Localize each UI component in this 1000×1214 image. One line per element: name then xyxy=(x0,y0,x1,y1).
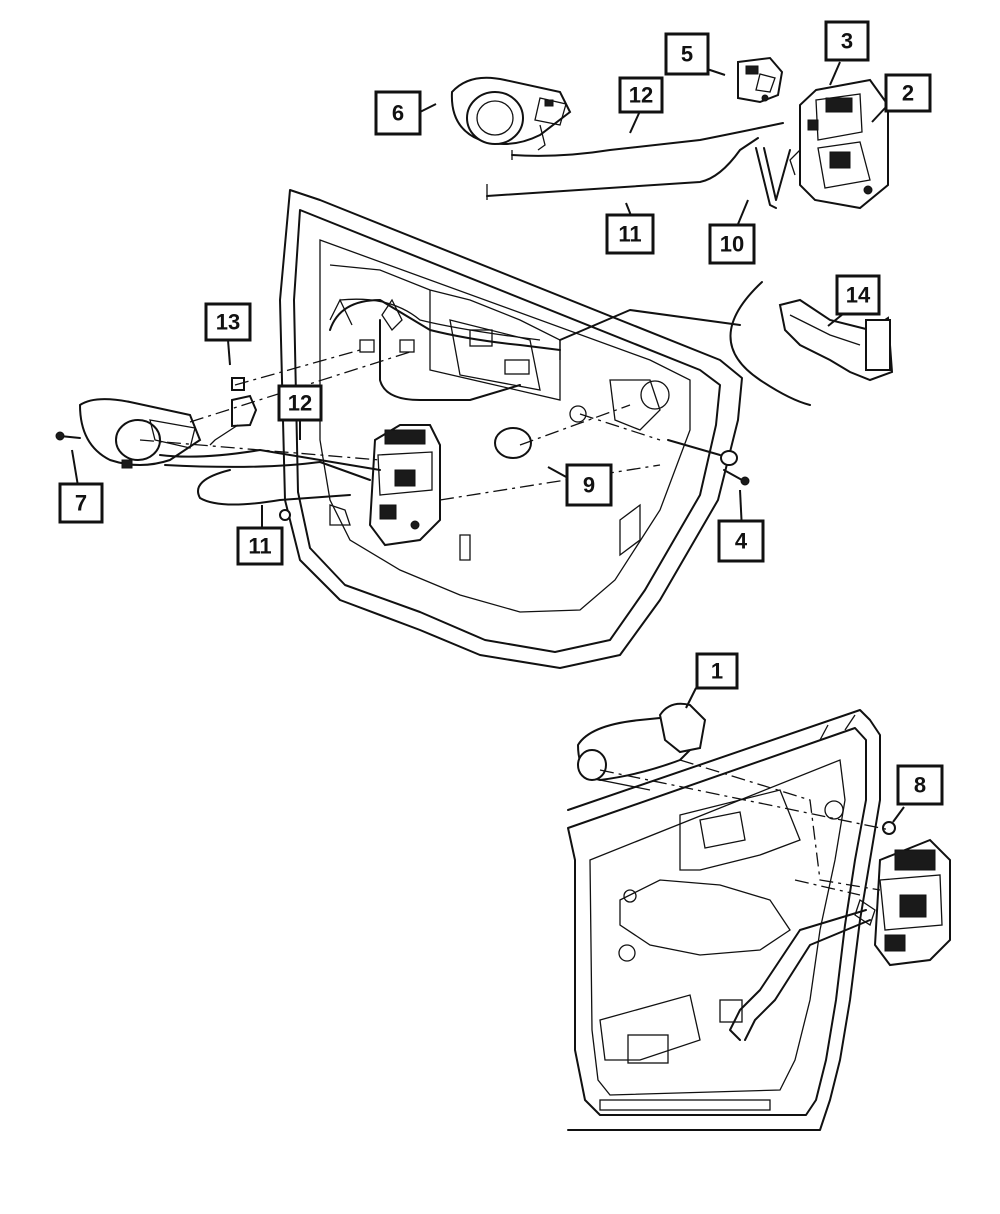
latch-rod-part xyxy=(755,147,791,209)
callout-2: 2 xyxy=(884,73,932,113)
svg-text:3: 3 xyxy=(841,29,853,54)
svg-text:9: 9 xyxy=(583,473,595,498)
callout-8: 8 xyxy=(896,764,944,806)
handle-rod-top xyxy=(511,122,784,160)
svg-text:7: 7 xyxy=(75,491,87,516)
svg-text:4: 4 xyxy=(735,529,748,554)
svg-text:8: 8 xyxy=(914,773,926,798)
front-door-latch-assembly xyxy=(729,821,951,1041)
svg-text:13: 13 xyxy=(216,310,240,335)
screw-part xyxy=(667,439,750,486)
front-door-panel xyxy=(567,709,881,1131)
door-lock-actuator-part xyxy=(737,56,784,104)
wire-harness xyxy=(329,299,561,401)
lock-rod-top xyxy=(486,137,759,200)
callout-4: 4 xyxy=(717,519,765,563)
rear-door-panel xyxy=(279,189,743,669)
svg-text:12: 12 xyxy=(629,83,653,108)
callout-7: 7 xyxy=(58,482,104,524)
svg-text:10: 10 xyxy=(720,232,744,257)
detail-callout-circle xyxy=(559,281,811,406)
callout-11-top: 11 xyxy=(605,213,655,255)
callout-6: 6 xyxy=(374,90,422,136)
latch-cover-part xyxy=(778,298,894,382)
callout-10: 10 xyxy=(708,223,756,265)
inside-door-handle-rear xyxy=(78,377,381,526)
callout-5: 5 xyxy=(664,32,710,76)
callout-13: 13 xyxy=(204,302,252,342)
outside-door-handle-part xyxy=(450,76,572,151)
door-latch-assembly-top xyxy=(789,78,889,210)
callout-3: 3 xyxy=(824,20,870,62)
svg-text:5: 5 xyxy=(681,42,693,67)
svg-text:1: 1 xyxy=(711,659,723,684)
callout-12-top: 12 xyxy=(618,76,664,114)
door-latch-assembly-rear xyxy=(368,424,441,547)
svg-text:6: 6 xyxy=(392,101,404,126)
callout-12-rear: 12 xyxy=(277,384,323,422)
front-outside-handle xyxy=(576,702,707,791)
svg-text:11: 11 xyxy=(248,534,271,559)
callout-11-rear: 11 xyxy=(236,526,284,566)
svg-text:2: 2 xyxy=(902,81,914,106)
alignment-lines-front xyxy=(599,759,891,896)
svg-text:14: 14 xyxy=(846,283,871,308)
callout-9: 9 xyxy=(565,463,613,507)
svg-text:11: 11 xyxy=(618,222,641,247)
handle-screw xyxy=(55,431,81,441)
callout-1: 1 xyxy=(695,652,739,690)
callout-14: 14 xyxy=(835,274,881,316)
svg-text:12: 12 xyxy=(288,391,312,416)
